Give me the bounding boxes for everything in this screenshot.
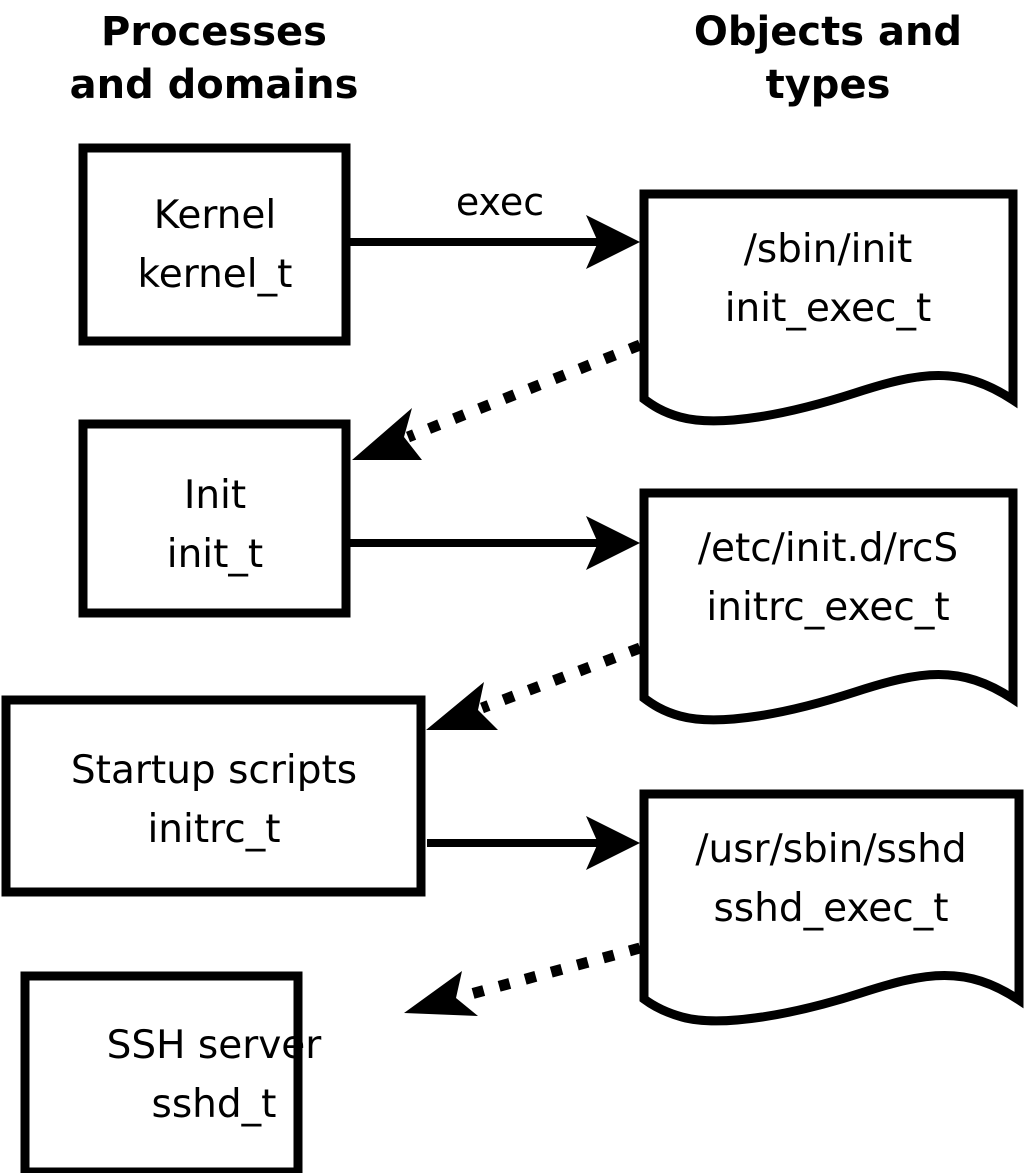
node-initrc-exec-type: initrc_exec_t — [706, 585, 949, 630]
node-kernel-type: kernel_t — [138, 252, 293, 297]
node-ssh-server-name: SSH server — [107, 1023, 323, 1068]
node-startup-scripts-box[interactable] — [1, 695, 426, 897]
arrow-head-kernel-exec — [586, 215, 640, 269]
edge-initrc-to-sshd-exec — [427, 816, 640, 870]
node-init-exec-document[interactable] — [639, 189, 1018, 426]
node-init-exec-path: /sbin/init — [744, 227, 913, 272]
edge-init-exec-to-init — [352, 339, 643, 460]
arrow-head-sshd-transition — [404, 971, 478, 1016]
edge-kernel-to-init-exec: exec — [350, 180, 640, 269]
edge-line-sshd-transition — [458, 942, 642, 1003]
node-sshd-exec-document[interactable] — [639, 789, 1024, 1026]
node-kernel[interactable]: Kernel kernel_t — [78, 143, 351, 346]
node-init-exec[interactable]: /sbin/init init_exec_t — [639, 189, 1018, 426]
edge-line-init-transition — [405, 339, 643, 443]
node-initrc-exec-path: /etc/init.d/rcS — [698, 526, 958, 571]
node-init-box[interactable] — [78, 419, 351, 618]
node-startup-scripts-name: Startup scripts — [71, 748, 357, 793]
edge-label-exec: exec — [456, 180, 544, 224]
arrow-head-init-exec — [586, 516, 640, 570]
node-initrc-exec-document[interactable] — [639, 488, 1018, 725]
node-startup-scripts-type: initrc_t — [147, 807, 280, 852]
arrow-head-initrc-exec — [586, 816, 640, 870]
edge-init-to-initrc-exec — [350, 516, 640, 570]
edge-sshd-exec-to-sshd — [404, 942, 642, 1016]
node-sshd-exec-type: sshd_exec_t — [713, 886, 948, 931]
heading-objects-line2: types — [766, 62, 891, 108]
node-initrc-exec[interactable]: /etc/init.d/rcS initrc_exec_t — [639, 488, 1018, 725]
heading-objects-line1: Objects and — [694, 9, 962, 55]
node-ssh-server-type: sshd_t — [152, 1082, 277, 1127]
node-kernel-box[interactable] — [78, 143, 351, 346]
arrow-head-initrc-transition — [426, 682, 498, 730]
node-init-type: init_t — [167, 532, 263, 577]
node-sshd-exec-path: /usr/sbin/sshd — [695, 827, 966, 872]
node-startup-scripts[interactable]: Startup scripts initrc_t — [1, 695, 426, 897]
arrow-head-init-transition — [352, 408, 422, 460]
node-kernel-name: Kernel — [154, 193, 277, 238]
node-ssh-server[interactable]: SSH server sshd_t — [20, 971, 323, 1173]
edge-initrc-exec-to-initrc — [426, 642, 642, 730]
heading-processes-line1: Processes — [101, 9, 327, 55]
node-init-name: Init — [184, 473, 246, 518]
node-ssh-server-box[interactable] — [20, 971, 303, 1173]
edge-line-initrc-transition — [480, 642, 642, 714]
node-init-exec-type: init_exec_t — [725, 286, 932, 331]
heading-processes-line2: and domains — [70, 62, 359, 108]
node-sshd-exec[interactable]: /usr/sbin/sshd sshd_exec_t — [639, 789, 1024, 1026]
node-init[interactable]: Init init_t — [78, 419, 351, 618]
